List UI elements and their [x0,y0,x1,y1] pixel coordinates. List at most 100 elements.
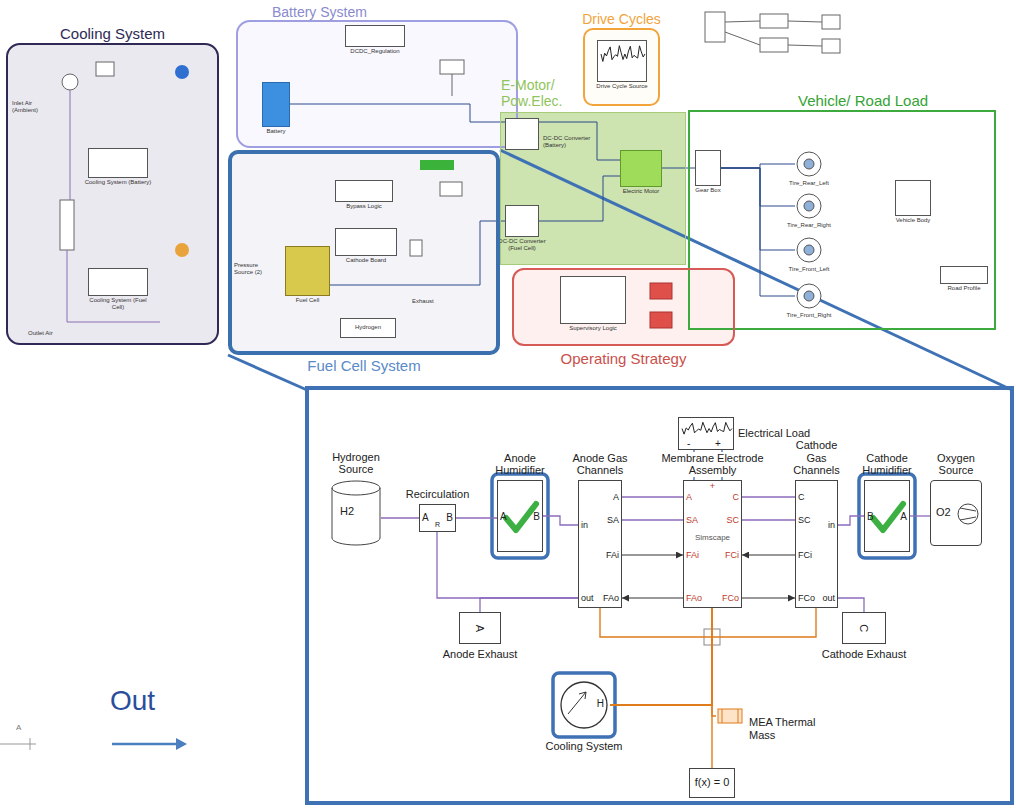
tire-hub [804,159,814,169]
block-label: Cooling System (Fuel Cell) [83,297,153,310]
connector [437,532,578,598]
goto-tag [650,283,672,299]
zoom-line [500,150,1012,390]
connector [539,176,620,221]
gas-channel-block: Cathode Gas ChannelsCinSCFCioutFCo [795,480,838,608]
port-label: FAo [686,593,702,603]
port-tick [30,738,31,750]
port-label: out [581,593,594,603]
model-details [60,12,840,328]
tire-outline [797,284,821,308]
block-label: DC-DC Converter (Fuel Cell) [492,238,552,251]
converter-block: DC-DC Converter (Battery) [505,118,539,150]
goto-block [760,38,788,52]
block-label: DCDC_Regulation [350,48,399,55]
mea-block: Membrane Electrode AssemblyA+CSASCSimsca… [683,480,742,608]
compressor-circle [958,504,978,524]
port-label: FAo [603,593,619,603]
port-label: B [446,512,453,524]
cylinder-icon [331,480,381,546]
port-label: FCo [798,593,815,603]
annotation-label: Inlet Air (Ambient) [12,100,58,113]
exhaust-block: Anode ExhaustA [459,612,501,644]
port-label: C [858,624,871,632]
out-arrow [112,738,187,750]
port-label: in [828,520,835,530]
connector [290,104,505,122]
block-label: Tire_Rear_Right [787,222,831,229]
gearbox-block: Gear Box [695,150,721,186]
simulink-block: Cathode Board [335,228,397,256]
electrical-load-block: Electrical Load-+ [678,417,734,450]
region-fill [512,268,735,346]
block-label: f(x) = 0 [695,776,730,789]
block-label: Membrane Electrode Assembly [648,452,777,477]
port-label: A [500,511,507,523]
block-label: Recirculation [406,488,470,501]
mass-body [718,709,742,723]
subsystem-region: Battery SystemBatteryDCDC_Regulation [236,20,518,148]
block-label: Bypass Logic [346,203,382,210]
block-label: Cathode Gas Channels [785,439,849,477]
scope-block [822,15,840,29]
region-fill [228,150,500,355]
fuel-cell-block: Fuel Cell [285,246,330,296]
port-label: B [867,511,874,523]
port-label: SA [686,515,698,525]
connector [721,168,795,206]
port-label: A [474,625,487,632]
connector [381,517,419,518]
tire-hub [804,201,814,211]
port-label: SC [726,515,739,525]
block-label: Cooling System (Battery) [85,179,152,186]
connector [742,555,795,556]
tire-block: Tire_Front_Left [795,236,823,264]
block-label: Hydrogen [355,324,381,331]
sensor-block [440,60,464,74]
check-overlays [492,474,915,737]
battery-block: Battery [262,82,290,127]
signal-wire [452,74,453,96]
block-label: Drive Cycles [582,11,661,27]
block-label: Battery System [272,4,367,20]
port-label: B [533,511,540,523]
arrow-head [176,738,187,750]
waveform [601,46,645,62]
block-label: Fuel Cell [296,297,320,304]
cooler-arrow [568,692,586,714]
port-label: A [686,492,692,502]
tank-rim [332,488,380,495]
port-label: FCi [798,550,812,560]
inset-panel [307,388,1012,803]
region-fill [6,43,219,345]
connector [838,516,864,525]
exhaust-block: Cathode ExhaustC [842,612,886,644]
connectors [290,104,930,768]
gas-source-block: Oxygen SourceO2 [930,480,982,546]
connector [480,598,578,612]
vehicle-body-block: Vehicle Body [895,180,931,216]
block-label: Cathode Humidifier [852,452,922,477]
block-label: Tire_Front_Right [787,312,832,319]
simulink-block: Hydrogen [340,318,396,338]
port-label: C [733,492,740,502]
drive-cycle-block: Drive Cycle Source [597,40,647,82]
connector [622,598,683,599]
region-fill [583,28,660,106]
subsystem-region: Cooling SystemCooling System (Battery)Co… [6,43,219,345]
goto-tag [650,312,672,328]
block-label: Drive Cycle Source [596,83,647,90]
block-label: Fuel Cell System [307,357,420,374]
tire-icon [795,282,823,310]
port-label: out [822,593,835,603]
annotation-label: Pressure Source (2) [234,262,278,275]
annotation-label: Exhaust [412,298,434,305]
connector [330,221,505,285]
annotation-label: A [16,724,21,733]
tire-outline [797,194,821,218]
port-label: O2 [936,506,951,519]
port-label: SC [798,515,811,525]
connector [742,519,795,520]
tire-block: Tire_Front_Right [795,282,823,310]
